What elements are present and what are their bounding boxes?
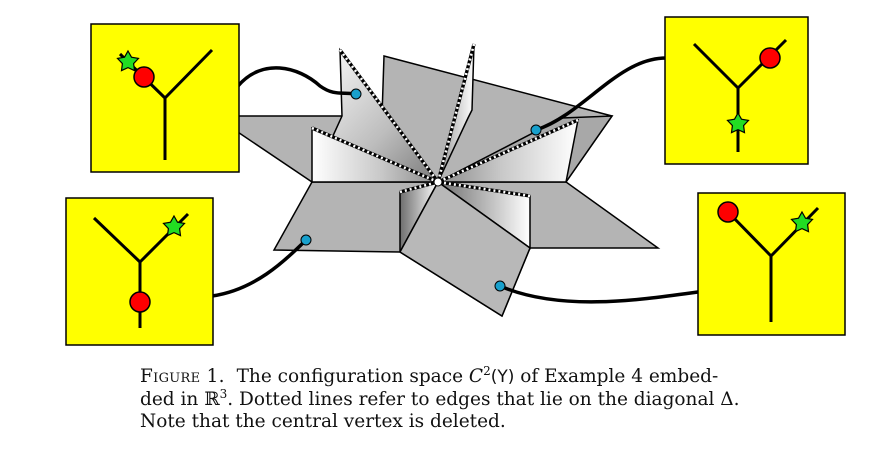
green-star-marker: [790, 210, 814, 233]
red-marker: [129, 291, 151, 313]
caption-text: of Example 4 embed-: [514, 366, 719, 387]
panel-top-right: [664, 16, 809, 165]
diagonal-edges: [311, 43, 579, 198]
space-argument: (Y): [490, 367, 515, 387]
connector-curves: [211, 56, 699, 304]
green-star-marker: [116, 49, 140, 72]
panel-bottom-left: [65, 197, 214, 346]
red-marker: [717, 201, 739, 223]
attach-points: [300, 88, 542, 292]
configuration-space-figure: [65, 16, 846, 346]
caption-text: ded in: [140, 388, 205, 410]
figure-caption: Figure 1. The configuration space C2(Y) …: [140, 364, 780, 434]
green-star-marker: [162, 214, 186, 237]
caption-text: The configuration space: [236, 366, 469, 387]
panel-bottom-right: [697, 192, 846, 336]
deleted-central-vertex: [433, 177, 443, 187]
diagonal-symbol: Δ: [720, 388, 734, 410]
reals-exponent: 3: [219, 386, 228, 401]
panel-top-left: [90, 23, 240, 173]
red-marker: [133, 66, 155, 88]
caption-text: .: [733, 388, 740, 410]
caption-line-3: Note that the central vertex is deleted.: [140, 411, 506, 432]
red-marker: [759, 47, 781, 69]
caption-text: . Dotted lines refer to edges that lie o…: [227, 388, 721, 410]
figure-label: Figure 1.: [140, 366, 225, 387]
reals-symbol: ℝ: [204, 388, 220, 410]
caption-line-2: ded in ℝ3. Dotted lines refer to edges t…: [140, 386, 780, 412]
caption-line-1: Figure 1. The configuration space C2(Y) …: [140, 364, 780, 389]
configuration-surface: [211, 43, 661, 318]
space-exponent: 2: [483, 364, 491, 378]
green-star-marker: [726, 111, 750, 134]
space-symbol: C: [468, 366, 484, 387]
